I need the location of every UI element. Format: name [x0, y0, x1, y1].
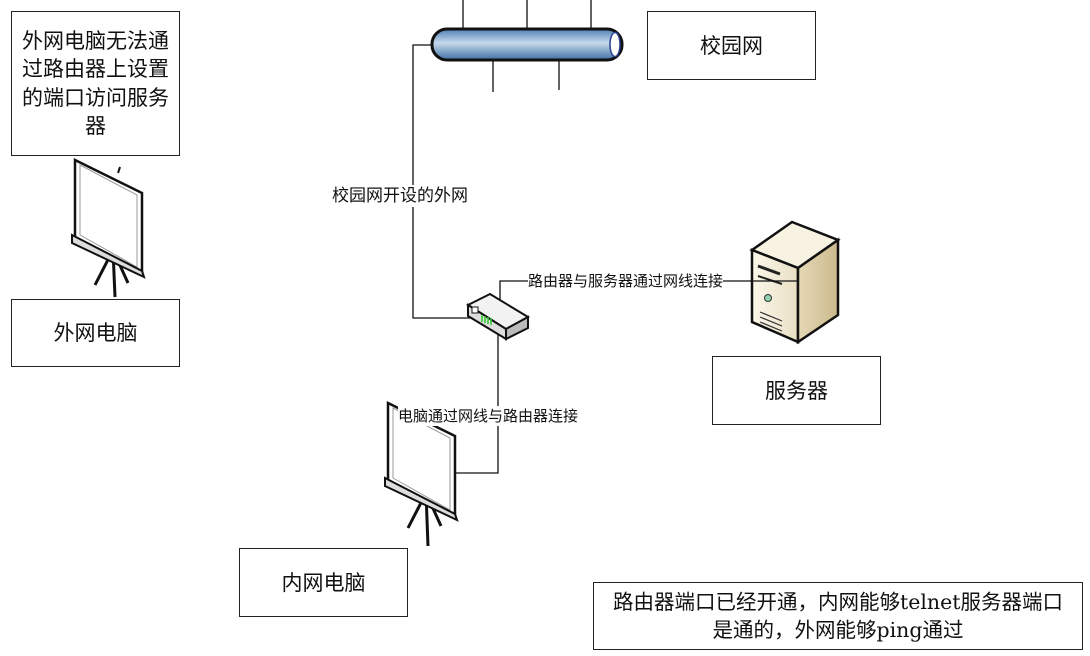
network-bus-icon [430, 27, 624, 62]
router-icon [465, 292, 531, 341]
pc-to-router-line [455, 325, 499, 474]
external-pc-label: 外网电脑 [53, 321, 138, 345]
pc-to-router-label: 电脑通过网线与路由器连接 [398, 406, 579, 426]
external-pc-box: 外网电脑 [11, 299, 180, 367]
server-label: 服务器 [765, 378, 828, 403]
server-box: 服务器 [712, 356, 881, 425]
internal-pc-box: 内网电脑 [239, 548, 408, 617]
router-to-server-label: 路由器与服务器通过网线连接 [528, 271, 724, 291]
campus-to-router-label: 校园网开设的外网 [332, 185, 468, 207]
campus-network-label: 校园网 [700, 33, 763, 58]
campus-network-box: 校园网 [647, 11, 816, 80]
problem-note-text: 外网电脑无法通过路由器上设置的端口访问服务器 [22, 28, 169, 139]
status-note-box: 路由器端口已经开通，内网能够telnet服务器端口是通的，外网能够ping通过 [593, 582, 1083, 650]
internal-pc-label: 内网电脑 [281, 570, 366, 595]
projection-screen-icon [71, 157, 146, 298]
campus-to-router-line [412, 44, 470, 319]
server-tower-icon [749, 220, 841, 345]
problem-note-box: 外网电脑无法通过路由器上设置的端口访问服务器 [11, 11, 180, 156]
status-note-text: 路由器端口已经开通，内网能够telnet服务器端口是通的，外网能够ping通过 [613, 590, 1063, 642]
